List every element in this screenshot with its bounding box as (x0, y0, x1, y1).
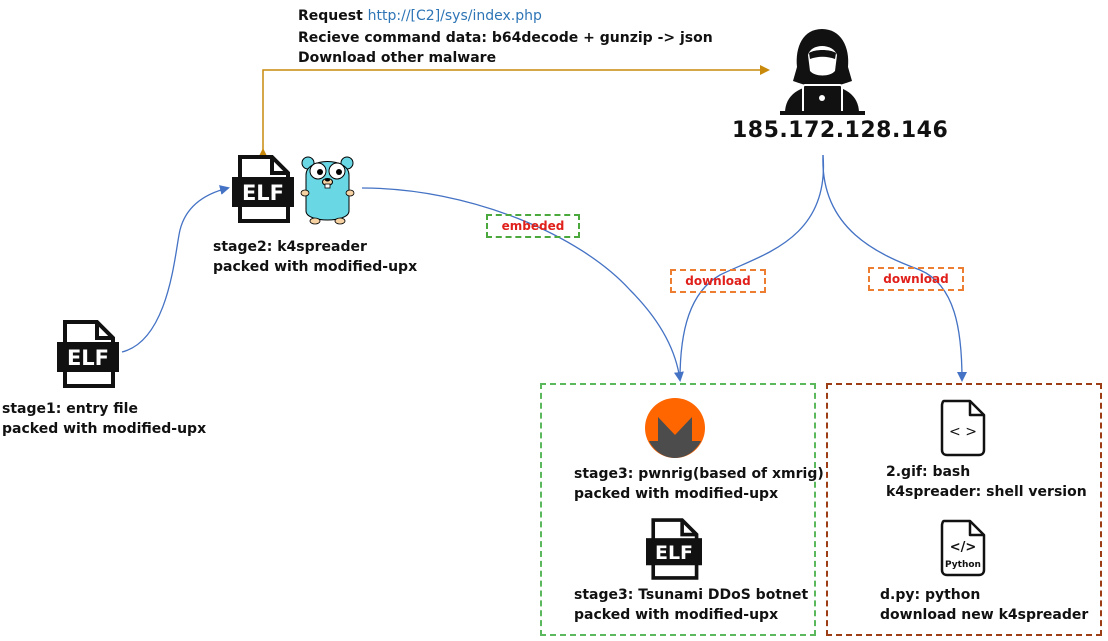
c2-ip-address: 185.172.128.146 (732, 118, 949, 143)
python-file-icon: </> Python (940, 519, 986, 577)
bash-title: 2.gif: bash (886, 464, 971, 480)
monero-icon (645, 398, 705, 458)
request-label: Request (298, 8, 363, 24)
request-line: Request http://[C2]/sys/index.php (298, 6, 542, 26)
downloaded-scripts-box (826, 383, 1102, 636)
tsunami-packing: packed with modified-upx (574, 607, 779, 623)
code-file-icon: < > (940, 399, 986, 457)
hacker-icon (780, 29, 865, 115)
stage1-title: stage1: entry file (2, 401, 138, 417)
stage3-payloads-box (540, 383, 816, 636)
stage2-packing: packed with modified-upx (213, 259, 418, 275)
c2-download-right-arrow (822, 154, 967, 382)
python-description: download new k4spreader (880, 607, 1089, 623)
command-data-line: Recieve command data: b64decode + gunzip… (298, 30, 713, 46)
download-tag-left: download (670, 269, 766, 293)
elf-file-icon: ELF (646, 518, 702, 580)
stage1-elf-icon-text: ELF (67, 346, 109, 370)
bash-description: k4spreader: shell version (886, 484, 1087, 500)
stage2-title: stage2: k4spreader (213, 239, 367, 255)
python-title: d.py: python (880, 587, 981, 603)
stage2-elf-icon-text: ELF (242, 181, 284, 205)
stage2-embeded-arrow (361, 187, 684, 382)
c2-request-arrow (258, 65, 770, 158)
embeded-tag: embeded (486, 214, 580, 238)
request-url[interactable]: http://[C2]/sys/index.php (367, 8, 542, 24)
pwnrig-title: stage3: pwnrig(based of xmrig) (574, 466, 824, 482)
download-malware-line: Download other malware (298, 50, 497, 66)
c2-download-left-arrow (679, 154, 825, 381)
download-tag-right: download (868, 267, 964, 291)
tsunami-title: stage3: Tsunami DDoS botnet (574, 587, 809, 603)
elf-file-icon: ELF (57, 320, 119, 388)
tsunami-elf-icon-text: ELF (655, 542, 693, 564)
bash-icon-text: < > (949, 424, 977, 440)
elf-file-icon: ELF (232, 155, 294, 223)
stage1-packing: packed with modified-upx (2, 421, 207, 437)
python-icon-text: Python (945, 560, 981, 570)
golang-gopher-icon (300, 156, 355, 225)
pwnrig-packing: packed with modified-upx (574, 486, 779, 502)
stage1-to-stage2-arrow (121, 185, 230, 353)
python-icon-code: </> (950, 540, 977, 555)
